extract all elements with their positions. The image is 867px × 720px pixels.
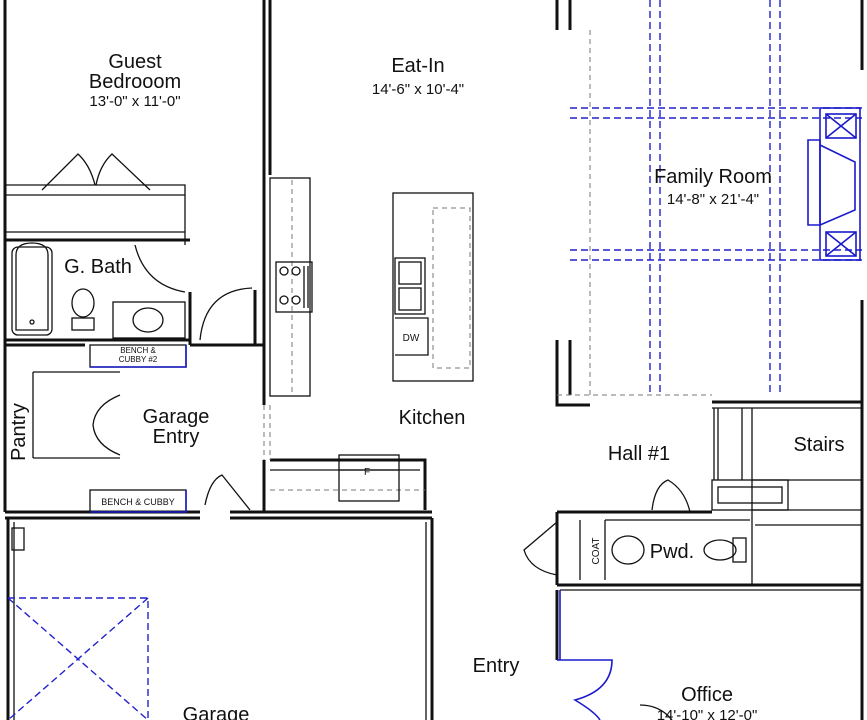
room-labels: Guest Bedrooom 13'-0" x 11'-0" Eat-In 14… xyxy=(8,51,845,720)
kitchen-label: Kitchen xyxy=(399,407,466,429)
powder-label: Pwd. xyxy=(650,541,694,563)
hall-label: Hall #1 xyxy=(608,443,670,465)
family-room-size: 14'-8" x 21'-4" xyxy=(667,191,759,208)
fireplace xyxy=(807,107,861,261)
coat-label: COAT xyxy=(591,537,602,564)
g-bath-label: G. Bath xyxy=(64,256,132,278)
bench-cubby-2-label-2: CUBBY #2 xyxy=(119,355,158,364)
fridge-label: F xyxy=(364,467,370,478)
garage-entry-label: Garage xyxy=(143,406,210,428)
bench-cubby-2-label: BENCH & xyxy=(120,346,156,355)
entry-label: Entry xyxy=(473,655,520,677)
bench-strips xyxy=(89,344,187,513)
eat-in-label: Eat-In xyxy=(391,55,444,77)
bench-cubby-label: BENCH & CUBBY xyxy=(101,497,175,507)
pantry-label: Pantry xyxy=(8,403,30,461)
garage-label: Garage xyxy=(183,704,250,720)
family-room-label: Family Room xyxy=(654,166,772,188)
guest-bedroom-size: 13'-0" x 11'-0" xyxy=(89,93,180,110)
kitchen-fixtures xyxy=(269,177,474,502)
dashed-lines xyxy=(7,0,862,720)
fixture-labels: BENCH & CUBBY #2 BENCH & CUBBY DW F COAT xyxy=(101,333,602,565)
bath-fixtures xyxy=(11,242,747,565)
guest-bedroom-label: Guest xyxy=(108,51,162,73)
guest-bedroom-label-2: Bedrooom xyxy=(89,71,181,93)
office-size: 14'-10" x 12'-0" xyxy=(657,707,758,720)
stairs-label: Stairs xyxy=(793,434,844,456)
office-label: Office xyxy=(681,684,733,706)
eat-in-size: 14'-6" x 10'-4" xyxy=(372,81,464,98)
dishwasher-label: DW xyxy=(403,333,420,344)
garage-entry-label-2: Entry xyxy=(153,426,200,448)
doors xyxy=(41,153,691,720)
walls xyxy=(3,0,864,720)
